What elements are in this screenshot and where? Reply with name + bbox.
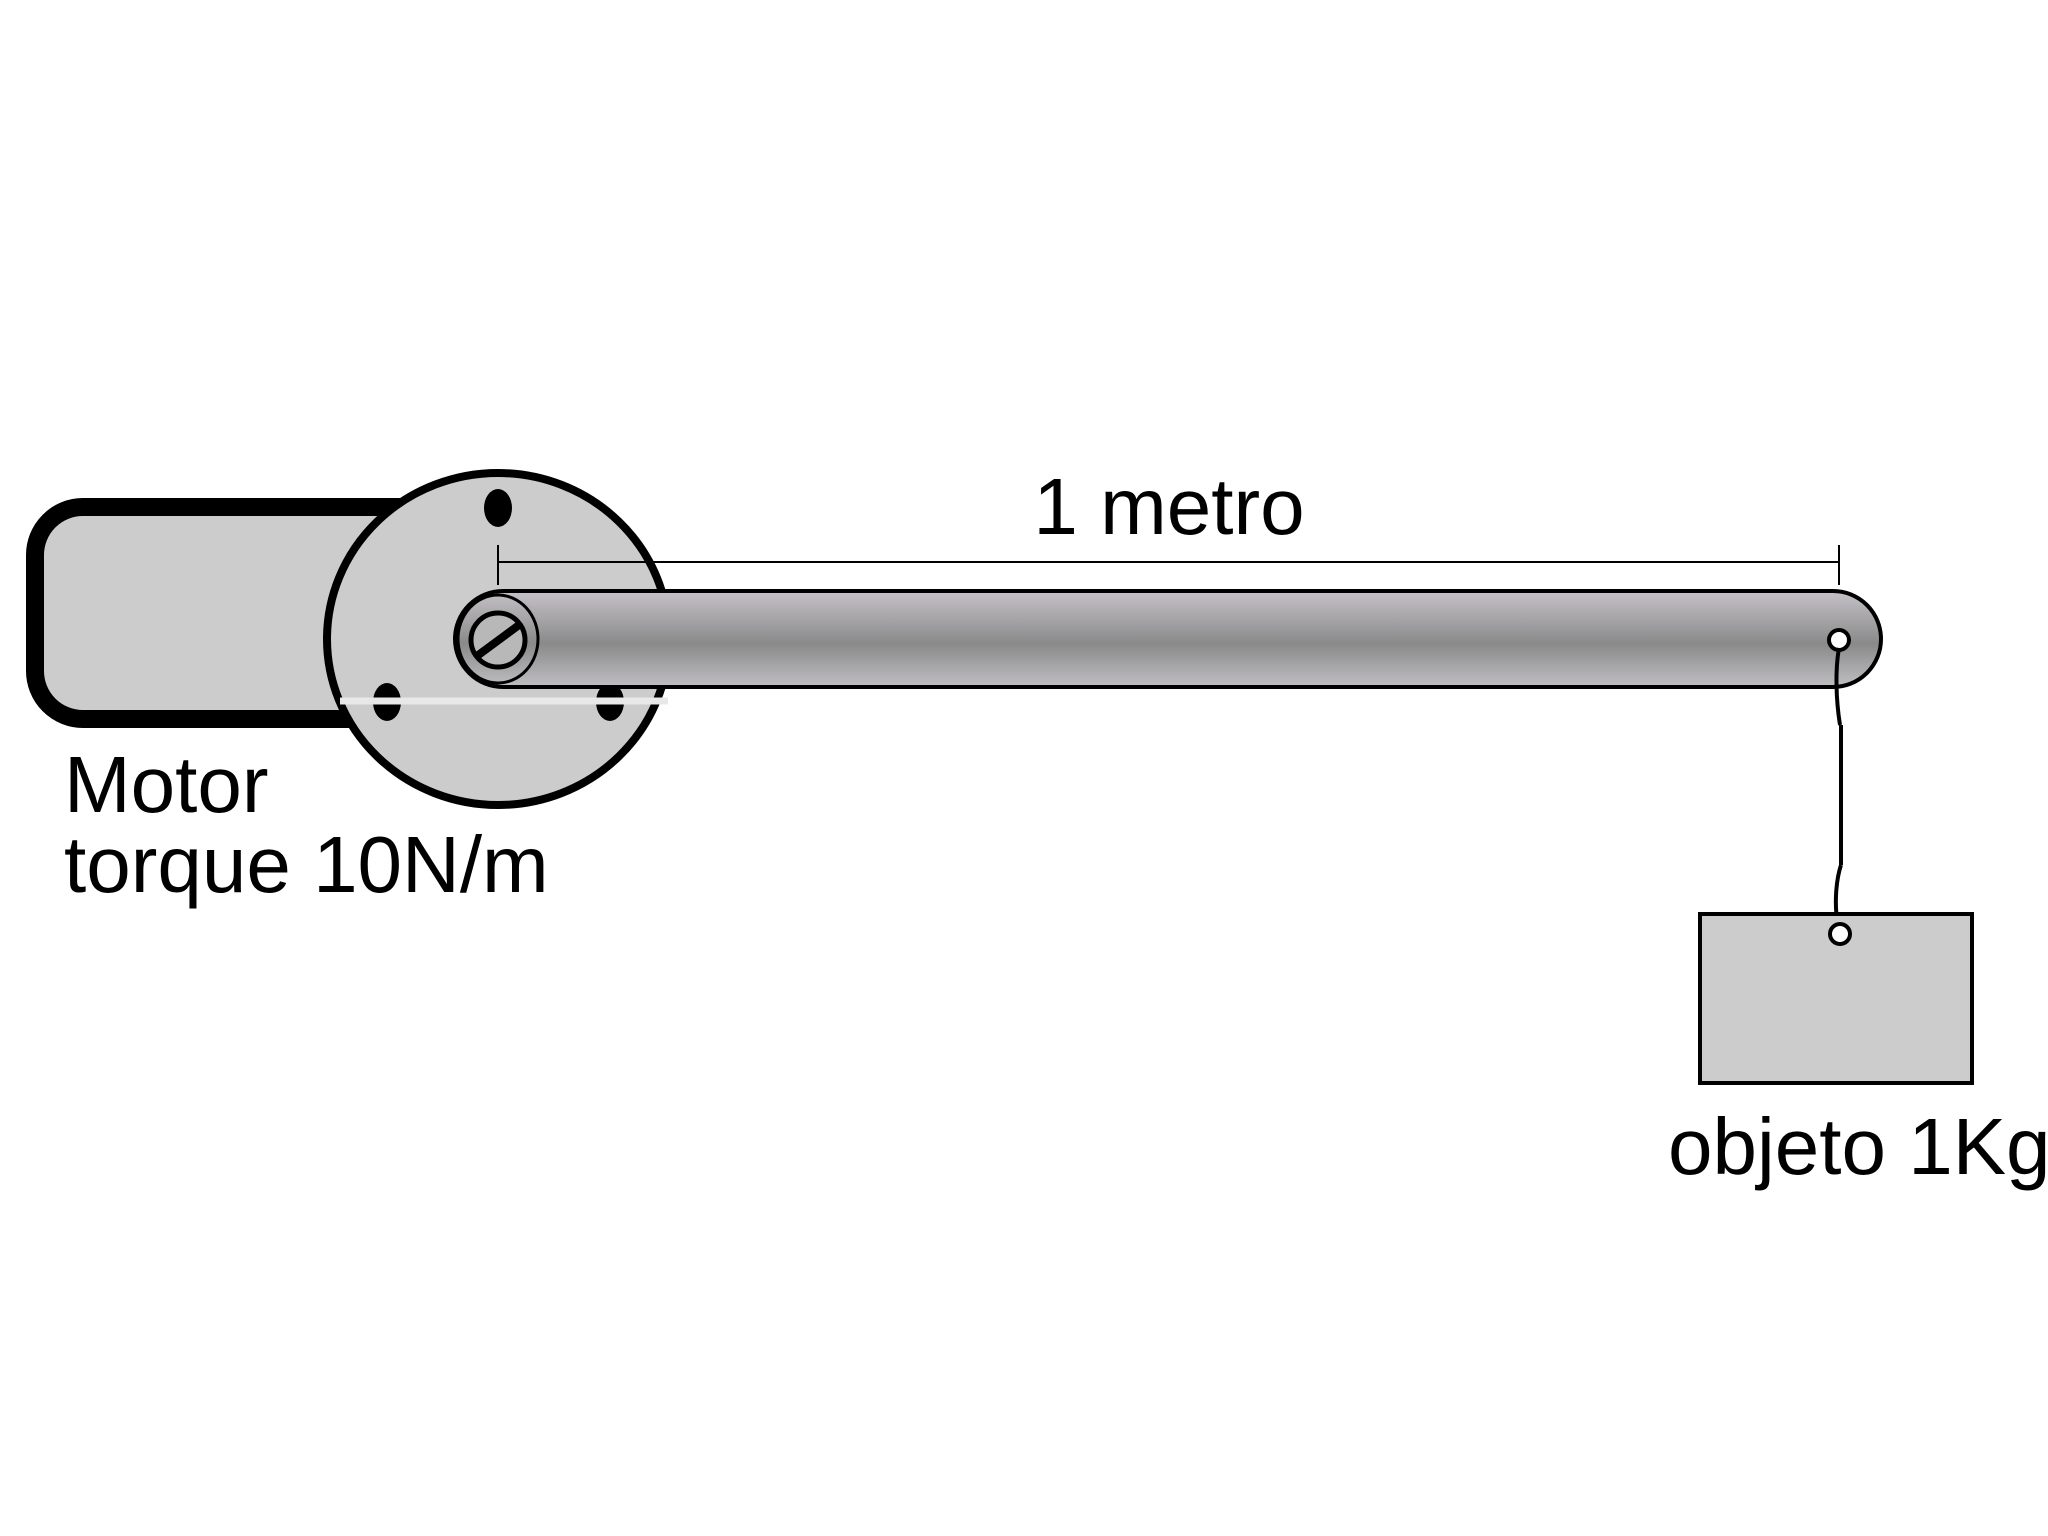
- object-hook-hole: [1828, 922, 1852, 946]
- motor-label: Motor: [64, 740, 269, 829]
- dimension-line: [497, 545, 1840, 585]
- lever-bar: [453, 589, 1883, 689]
- pivot-ring: [456, 593, 540, 685]
- pivot-screw-icon: [468, 610, 528, 670]
- object-label: objeto 1Kg: [1668, 1102, 2048, 1191]
- torque-label: torque 10N/m: [64, 820, 549, 909]
- length-label: 1 metro: [1033, 462, 1304, 551]
- bar-end-hole: [1827, 628, 1851, 652]
- hanging-wire: [1833, 647, 1843, 926]
- flange-bolt-top: [484, 489, 512, 527]
